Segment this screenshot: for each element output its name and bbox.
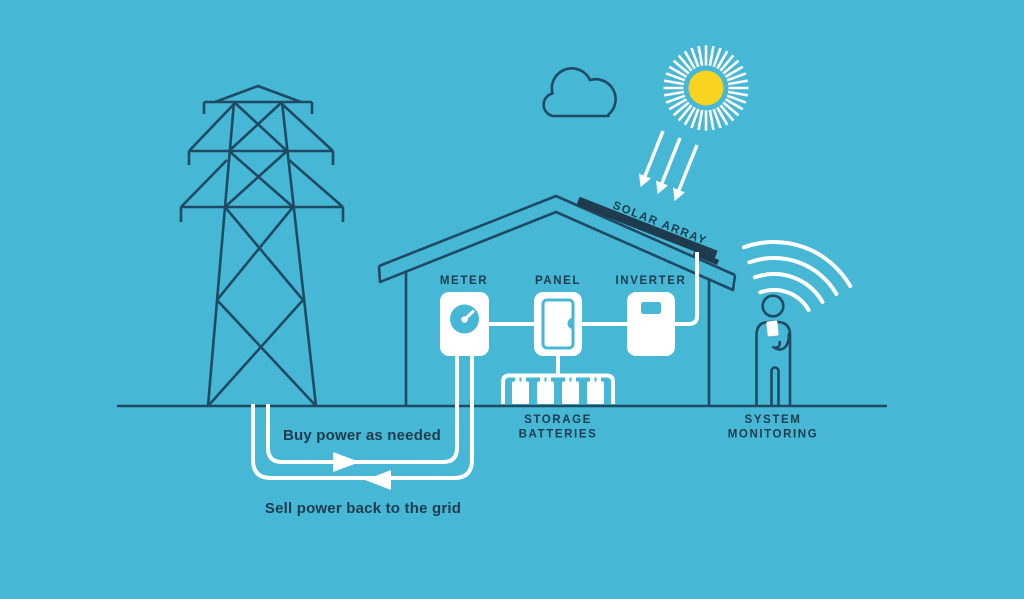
storage-batteries-label-line1: STORAGE	[524, 414, 592, 426]
house-outline	[377, 194, 737, 406]
tower-structure	[179, 84, 345, 407]
inverter-icon	[627, 292, 675, 356]
panel-label: PANEL	[535, 275, 581, 287]
house-walls	[404, 272, 711, 406]
power-flow-paths	[251, 355, 474, 490]
inverter-label: INVERTER	[616, 275, 687, 287]
sell-power-path	[251, 355, 474, 480]
house-roof	[377, 194, 737, 292]
component-connectors	[487, 252, 699, 375]
buy-power-path	[266, 355, 459, 464]
sun-icon	[663, 45, 749, 131]
meter-icon	[440, 292, 489, 356]
person-arm	[771, 332, 791, 351]
system-monitoring-label-line1: SYSTEM	[745, 414, 802, 426]
sell-flow-arrow-icon	[365, 470, 391, 490]
inverter-to-array-line	[673, 252, 699, 326]
transmission-tower-icon	[179, 84, 345, 407]
sunbeam-arrow-icon	[639, 130, 699, 202]
buy-power-label: Buy power as needed	[283, 427, 441, 444]
battery-bracket	[501, 373, 615, 404]
person-icon	[755, 294, 792, 406]
wifi-signal-icon	[741, 239, 853, 312]
storage-battery-icon	[512, 377, 604, 404]
person-legs-gap	[770, 366, 780, 406]
meter-label: METER	[440, 275, 488, 287]
cloud-icon	[542, 67, 617, 118]
sun-core	[688, 70, 724, 106]
breaker-panel-icon	[534, 292, 582, 356]
phone	[766, 320, 779, 337]
sell-power-label: Sell power back to the grid	[265, 500, 461, 517]
storage-batteries	[501, 373, 615, 404]
panel-door-handle	[567, 318, 573, 329]
buy-flow-arrow-icon	[333, 452, 360, 472]
storage-batteries-label-line2: BATTERIES	[519, 429, 598, 441]
system-monitoring-label-line2: MONITORING	[728, 429, 819, 441]
